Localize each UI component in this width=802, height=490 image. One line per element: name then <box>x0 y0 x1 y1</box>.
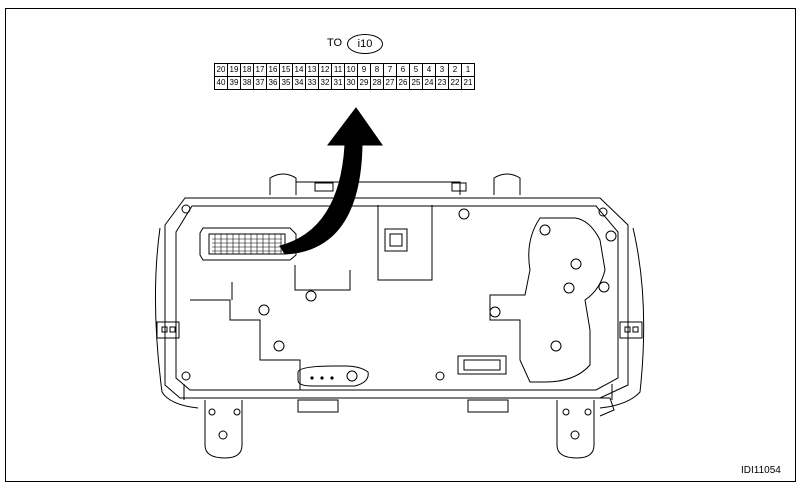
top-right-knob <box>493 173 521 195</box>
meter-housing <box>164 197 629 399</box>
pin-cell: 37 <box>253 76 267 90</box>
meter-connector <box>199 227 297 261</box>
pin-cell: 27 <box>383 76 397 90</box>
pin-cell: 23 <box>435 76 449 90</box>
connector-pin-table: 20 19 18 17 16 15 14 13 12 11 10 9 8 7 6… <box>214 63 475 90</box>
pin-cell: 34 <box>292 76 306 90</box>
center-socket <box>384 228 408 252</box>
pin-cell: 25 <box>409 76 423 90</box>
pin-cell: 39 <box>227 76 241 90</box>
pin-cell: 26 <box>396 76 410 90</box>
gauge-plate <box>489 217 606 383</box>
right-side-connector <box>619 321 643 339</box>
pin-cell: 6 <box>396 63 410 77</box>
top-left-knob <box>269 173 297 195</box>
connector-id-oval: i10 <box>347 34 383 54</box>
pin-cell: 10 <box>344 63 358 77</box>
pin-cell: 1 <box>461 63 475 77</box>
pin-cell: 33 <box>305 76 319 90</box>
pin-row-bottom: 40 39 38 37 36 35 34 33 32 31 30 29 28 2… <box>214 76 475 90</box>
pin-cell: 12 <box>318 63 332 77</box>
bottom-right-bracket <box>556 400 595 459</box>
pin-cell: 21 <box>461 76 475 90</box>
bottom-left-bracket <box>204 400 243 459</box>
pin-cell: 19 <box>227 63 241 77</box>
pin-cell: 24 <box>422 76 436 90</box>
pin-cell: 35 <box>279 76 293 90</box>
figure-id: IDI11054 <box>741 465 781 476</box>
pin-cell: 17 <box>253 63 267 77</box>
pin-cell: 11 <box>331 63 345 77</box>
pin-cell: 38 <box>240 76 254 90</box>
pin-cell: 36 <box>266 76 280 90</box>
pin-cell: 18 <box>240 63 254 77</box>
pin-cell: 9 <box>357 63 371 77</box>
pin-cell: 30 <box>344 76 358 90</box>
pin-cell: 14 <box>292 63 306 77</box>
pin-cell: 13 <box>305 63 319 77</box>
pin-cell: 4 <box>422 63 436 77</box>
pin-cell: 32 <box>318 76 332 90</box>
pin-cell: 28 <box>370 76 384 90</box>
to-label: TO <box>327 37 343 49</box>
terminal-block <box>297 365 369 387</box>
pin-cell: 16 <box>266 63 280 77</box>
pin-cell: 29 <box>357 76 371 90</box>
pin-cell: 2 <box>448 63 462 77</box>
pin-cell: 20 <box>214 63 228 77</box>
pin-cell: 3 <box>435 63 449 77</box>
callout-arrow <box>279 107 383 255</box>
left-side-connector <box>156 321 180 339</box>
pin-cell: 15 <box>279 63 293 77</box>
pin-cell: 31 <box>331 76 345 90</box>
pin-cell: 8 <box>370 63 384 77</box>
pin-cell: 7 <box>383 63 397 77</box>
pin-cell: 5 <box>409 63 423 77</box>
pin-row-top: 20 19 18 17 16 15 14 13 12 11 10 9 8 7 6… <box>214 63 475 77</box>
pin-cell: 40 <box>214 76 228 90</box>
pin-cell: 22 <box>448 76 462 90</box>
